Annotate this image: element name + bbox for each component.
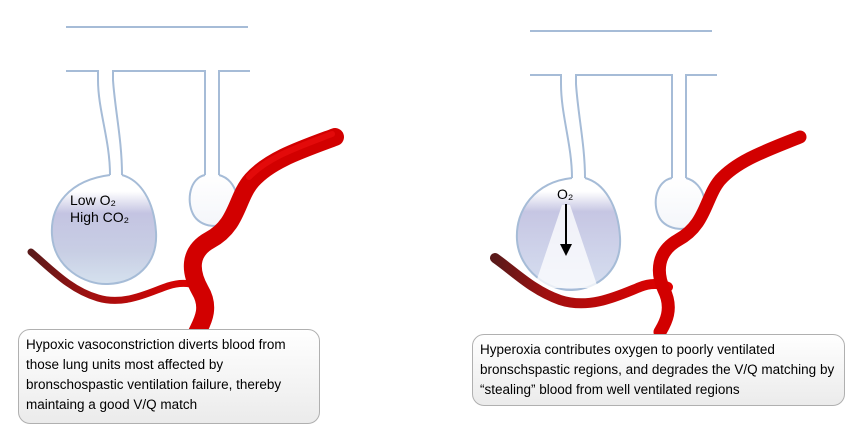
airway-branch-outline [66, 70, 250, 176]
main-artery-left-highlight [246, 131, 335, 180]
right-caption: Hyperoxia contributes oxygen to poorly v… [472, 334, 845, 406]
down-arrow-icon [560, 204, 572, 256]
low-o2-label: Low O₂ [70, 192, 116, 208]
main-artery-right [652, 130, 807, 339]
constricted-arteriole [27, 248, 202, 304]
left-panel: Low O₂ High CO₂ [27, 26, 344, 344]
hypoxic-alveolus [50, 174, 158, 286]
left-caption-text: Hypoxic vasoconstriction diverts blood f… [26, 337, 286, 412]
airway-branch-outline-right [530, 74, 717, 179]
oxygen-label: O₂ [557, 186, 573, 202]
right-caption-text: Hyperoxia contributes oxygen to poorly v… [480, 342, 835, 397]
dilated-arteriole [490, 253, 673, 309]
main-artery-left [183, 128, 344, 344]
right-panel: O₂ [490, 30, 807, 339]
left-caption: Hypoxic vasoconstriction diverts blood f… [18, 329, 320, 424]
high-co2-label: High CO₂ [70, 209, 129, 225]
